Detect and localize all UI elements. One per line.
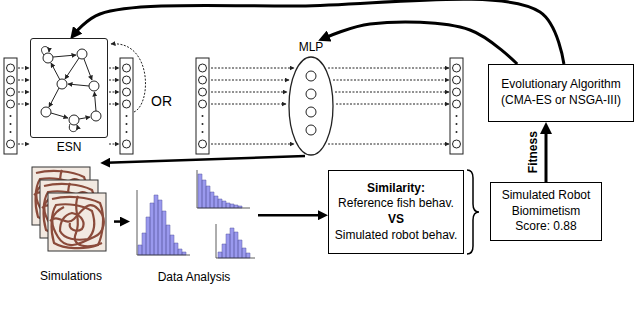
node-label: VS bbox=[333, 212, 459, 228]
comparison-box: Similarity:Reference fish behav.VSSimula… bbox=[328, 170, 464, 254]
dotted-arrows bbox=[18, 44, 449, 144]
simulation-stack: Simulations bbox=[28, 163, 114, 285]
neuron bbox=[306, 125, 316, 135]
arena bbox=[48, 193, 106, 251]
mlp-ellipse: MLP bbox=[288, 40, 334, 156]
output-arrow bbox=[328, 144, 449, 145]
output-column bbox=[120, 58, 133, 154]
input-arrow bbox=[211, 144, 294, 145]
feedback-arrow bbox=[111, 44, 145, 112]
neuron bbox=[306, 89, 316, 99]
flow-arrow bbox=[258, 214, 322, 217]
output-column bbox=[450, 58, 463, 154]
output-arrow bbox=[109, 104, 119, 105]
output-arrow bbox=[109, 80, 119, 81]
graph-edge bbox=[65, 58, 79, 79]
simulation-image bbox=[48, 193, 106, 251]
input-arrow bbox=[18, 80, 29, 81]
input-arrow bbox=[211, 80, 289, 81]
input-column bbox=[196, 58, 209, 154]
node-label: Data Analysis bbox=[158, 270, 231, 286]
graph-node bbox=[89, 81, 99, 91]
optimization-arrow bbox=[75, 0, 564, 64]
graph-edge bbox=[51, 113, 68, 118]
graph-edge bbox=[94, 92, 96, 111]
node-label: Simulations bbox=[40, 269, 102, 285]
output-arrow bbox=[328, 68, 449, 69]
histogram-bars bbox=[218, 228, 250, 258]
hidden-layer bbox=[306, 71, 316, 135]
output-arrow bbox=[109, 92, 119, 93]
graph-node bbox=[69, 115, 79, 125]
input-arrow bbox=[18, 92, 29, 93]
histogram-panel bbox=[195, 168, 252, 214]
graph-edge bbox=[51, 63, 60, 80]
flow-arrow bbox=[106, 156, 305, 163]
arena-border bbox=[48, 193, 106, 251]
score-box: Simulated Robot Biomimetism Score: 0.88 bbox=[490, 182, 602, 241]
histogram-bars bbox=[198, 174, 242, 208]
mlp-ellipse-shape bbox=[289, 57, 333, 155]
input-arrow bbox=[18, 68, 29, 69]
output-arrow bbox=[336, 104, 449, 105]
input-arrow bbox=[18, 104, 29, 105]
histogram-group: Data Analysis bbox=[130, 168, 258, 286]
output-arrow bbox=[109, 144, 119, 145]
neuron bbox=[306, 71, 316, 81]
graph-node bbox=[57, 79, 67, 89]
esn-block: ESN bbox=[30, 38, 108, 156]
input-arrow bbox=[211, 68, 294, 69]
node-label: MLP bbox=[299, 40, 324, 56]
fitness-arrow bbox=[545, 129, 548, 182]
histogram-bars bbox=[138, 195, 186, 255]
input-column bbox=[4, 58, 17, 154]
reservoir-graph bbox=[41, 47, 101, 132]
mlp-outline bbox=[288, 56, 334, 156]
node-label: Simulated Robot Biomimetism Score: 0.88 bbox=[495, 188, 597, 235]
trajectory bbox=[50, 196, 104, 248]
input-arrow bbox=[18, 144, 29, 145]
graph-node bbox=[91, 111, 101, 121]
histogram-panel bbox=[134, 188, 194, 262]
input-arrow bbox=[211, 104, 286, 105]
graph-edge bbox=[79, 117, 90, 119]
histogram-axes bbox=[137, 190, 190, 255]
input-arrow bbox=[211, 92, 287, 93]
graph-node bbox=[43, 53, 53, 63]
histogram-panel bbox=[214, 222, 257, 262]
simulation-images bbox=[32, 167, 106, 251]
node-label: Simulated robot behav. bbox=[333, 228, 459, 244]
histograms bbox=[134, 168, 257, 262]
esn-outline bbox=[30, 38, 108, 138]
alternative-label: OR bbox=[151, 93, 172, 110]
graph-node bbox=[77, 49, 87, 59]
graph-edge bbox=[68, 84, 89, 86]
process-box: Evolutionary Algorithm (CMA-ES or NSGA-I… bbox=[488, 64, 634, 122]
graph-edge bbox=[53, 55, 76, 57]
optimization-arrow bbox=[325, 22, 517, 64]
edge-label: Fitness bbox=[526, 129, 540, 175]
output-arrow bbox=[333, 80, 449, 81]
curly-brace bbox=[467, 170, 479, 254]
graph-edge bbox=[49, 88, 59, 107]
node-label: Evolutionary Algorithm (CMA-ES or NSGA-I… bbox=[493, 77, 629, 108]
graph-node bbox=[41, 107, 51, 117]
output-arrow bbox=[335, 92, 449, 93]
node-label: Reference fish behav. bbox=[333, 196, 459, 212]
neuron bbox=[306, 107, 316, 117]
histogram-axes bbox=[216, 224, 255, 258]
node-label: Similarity: bbox=[333, 181, 459, 197]
output-arrow bbox=[109, 68, 119, 69]
flow-arrow bbox=[114, 220, 124, 223]
graph-edge bbox=[84, 59, 92, 80]
histogram-axes bbox=[197, 170, 250, 208]
node-label: ESN bbox=[57, 140, 82, 156]
